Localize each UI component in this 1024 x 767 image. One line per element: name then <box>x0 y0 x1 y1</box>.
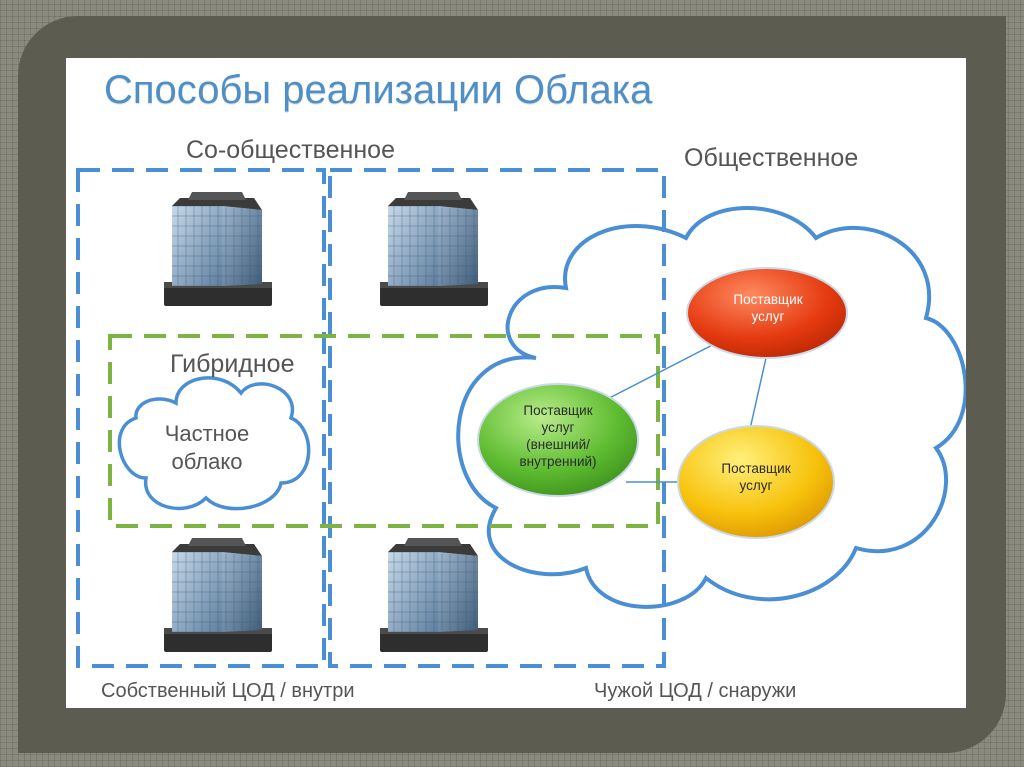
provider-green-line1: Поставщик <box>523 403 593 418</box>
private-cloud-line2: облако <box>171 449 243 474</box>
provider-green-line3: (внешний/ <box>526 437 590 452</box>
co-public-label: Со-общественное <box>186 136 395 164</box>
provider-red-line1: Поставщик <box>733 292 803 307</box>
private-cloud-line1: Частное <box>164 421 250 446</box>
private-cloud-label: Частное облако <box>152 420 262 476</box>
provider-yellow-label: Поставщик услуг <box>676 460 836 494</box>
hybrid-box <box>108 334 660 528</box>
building-icon <box>380 538 488 652</box>
slide-title: Способы реализации Облака <box>104 68 653 112</box>
building-icon <box>164 192 272 306</box>
provider-red-line2: услуг <box>751 309 785 324</box>
building-icon <box>380 192 488 306</box>
slide: Способы реализации Облака Со-общественно… <box>66 58 966 708</box>
own-dc-box <box>76 168 326 668</box>
provider-yellow-line2: услуг <box>739 478 773 493</box>
provider-green-label: Поставщик услуг (внешний/ внутренний) <box>478 402 638 470</box>
co-public-box <box>328 168 666 668</box>
provider-green <box>477 383 639 497</box>
building-icon <box>164 538 272 652</box>
provider-green-line2: услуг <box>541 420 575 435</box>
link-red-yellow <box>747 357 767 439</box>
hybrid-label: Гибридное <box>170 350 295 378</box>
provider-red <box>686 267 848 359</box>
private-cloud <box>117 376 311 511</box>
own-dc-label: Собственный ЦОД / внутри <box>101 680 355 702</box>
provider-green-line4: внутренний) <box>519 454 597 469</box>
provider-red-label: Поставщик услуг <box>688 291 848 325</box>
alien-dc-label: Чужой ЦОД / снаружи <box>594 680 797 702</box>
provider-yellow-line1: Поставщик <box>721 461 791 476</box>
public-label: Общественное <box>684 144 859 172</box>
diagram-canvas <box>76 168 966 668</box>
provider-yellow <box>677 425 835 539</box>
